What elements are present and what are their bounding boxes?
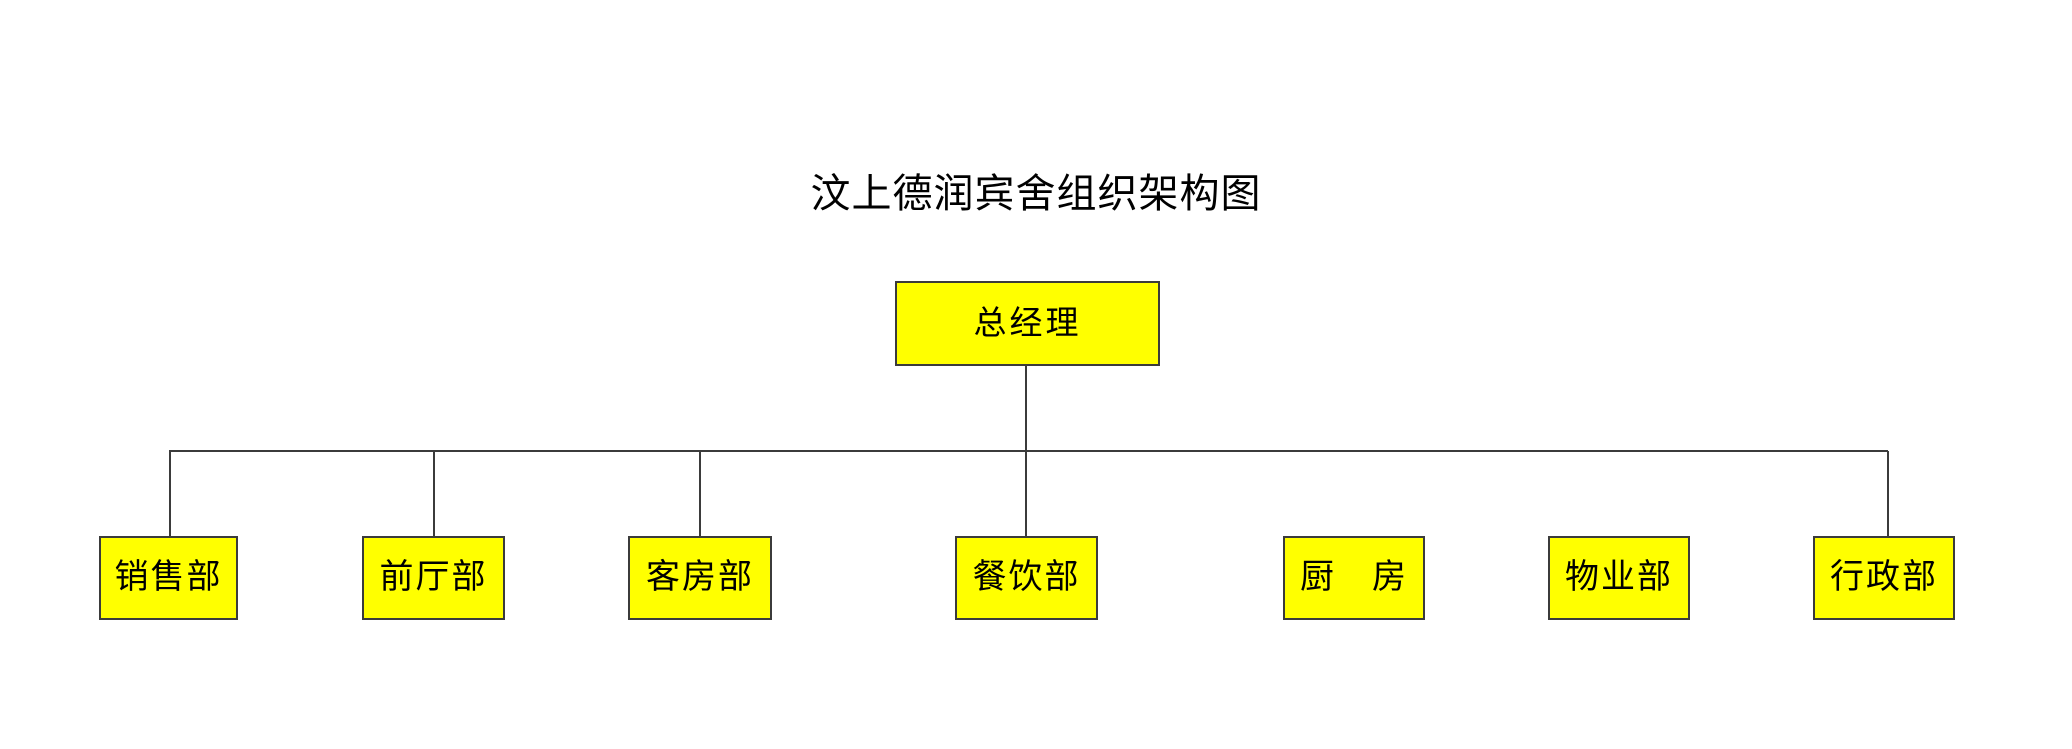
page-title: 汶上德润宾舍组织架构图	[810, 171, 1262, 216]
node-property-department[interactable]: 物业部	[1548, 536, 1690, 620]
connector-bus	[169, 450, 1888, 452]
connector-drop-administration	[1887, 451, 1889, 536]
node-general-manager[interactable]: 总经理	[895, 281, 1160, 366]
node-label: 餐饮部	[972, 559, 1081, 596]
node-sales-department[interactable]: 销售部	[99, 536, 238, 620]
node-administration-department[interactable]: 行政部	[1813, 536, 1955, 620]
connector-root-stem	[1025, 366, 1027, 451]
node-label: 厨 房	[1300, 559, 1408, 596]
node-housekeeping-department[interactable]: 客房部	[628, 536, 772, 620]
node-label: 总经理	[973, 305, 1082, 342]
connector-drop-sales	[169, 451, 171, 536]
node-kitchen[interactable]: 厨 房	[1283, 536, 1425, 620]
node-label: 前厅部	[379, 559, 488, 596]
connector-drop-housekeeping	[699, 451, 701, 536]
node-label: 行政部	[1830, 559, 1938, 596]
node-front-office-department[interactable]: 前厅部	[362, 536, 505, 620]
node-label: 销售部	[114, 559, 223, 596]
node-label: 物业部	[1565, 559, 1673, 596]
node-label: 客房部	[646, 559, 754, 596]
connector-drop-catering	[1025, 451, 1027, 536]
node-catering-department[interactable]: 餐饮部	[955, 536, 1098, 620]
connector-drop-front-office	[433, 451, 435, 536]
